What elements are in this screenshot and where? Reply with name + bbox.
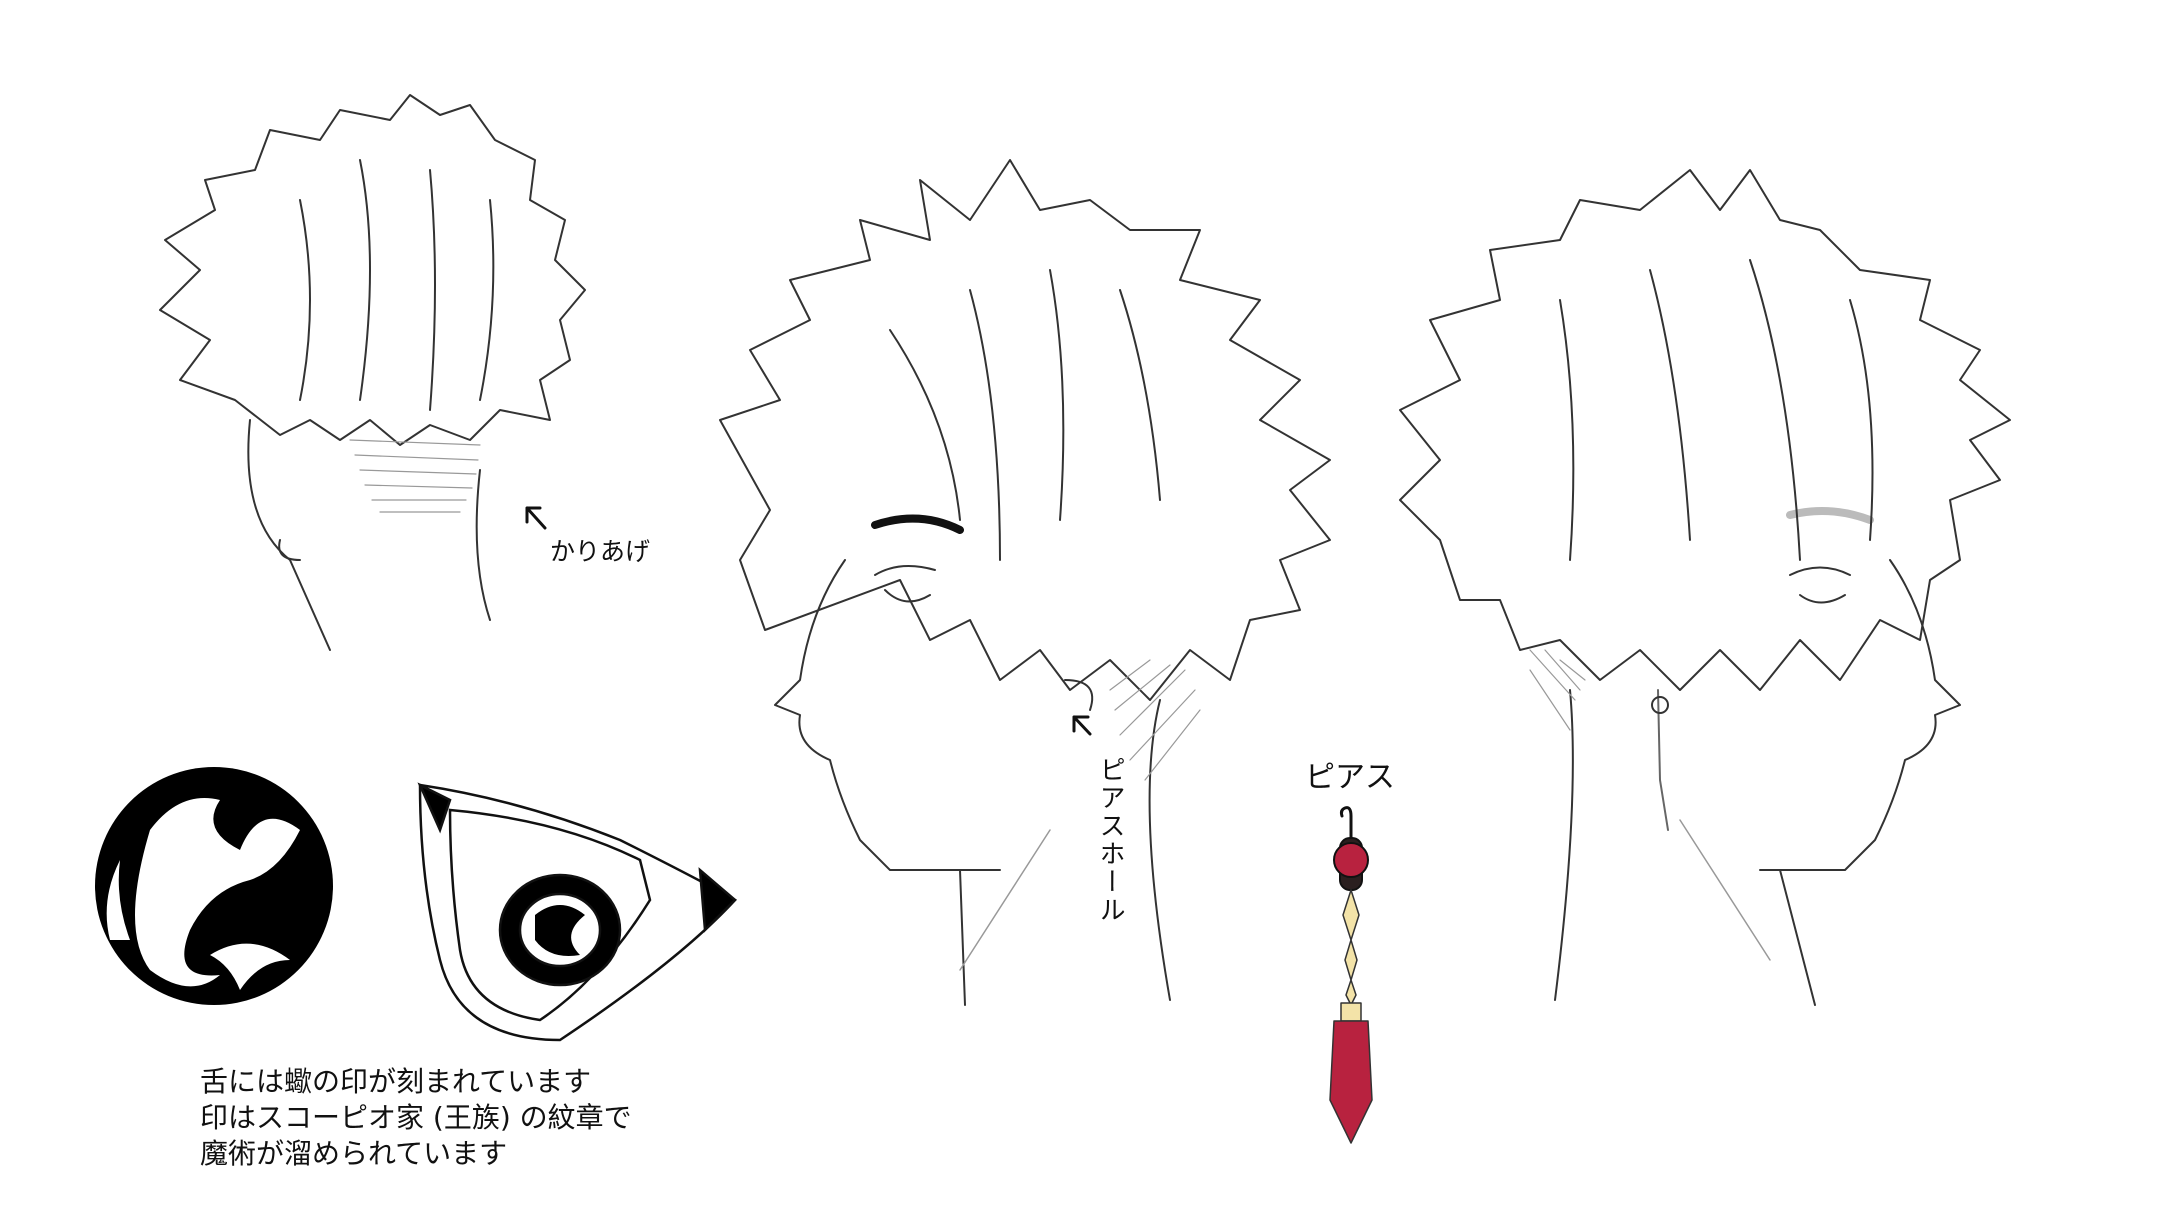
pierce-hole-arrow <box>1072 715 1092 736</box>
note-line: 印はスコーピオ家 (王族) の紋章で <box>200 1101 632 1134</box>
right-hair <box>1399 169 2011 691</box>
pierce-label: ピアス <box>1305 760 1395 795</box>
kariage-label: かりあげ <box>550 537 651 566</box>
tongue-note: 舌には蠍の印が刻まれています 印はスコーピオ家 (王族) の紋章で 魔術が溜めら… <box>200 1064 632 1172</box>
earring-hook <box>1339 806 1353 842</box>
back-view-head <box>159 94 586 651</box>
left-hair <box>719 159 1331 701</box>
note-line: 舌には蠍の印が刻まれています <box>200 1065 592 1098</box>
earring-bead <box>1333 842 1369 878</box>
left-profile-head <box>719 159 1331 1006</box>
back-hair <box>159 94 586 446</box>
note-line: 魔術が溜められています <box>200 1137 508 1170</box>
earring-illustration <box>1329 806 1373 1144</box>
kariage-arrow <box>525 506 547 530</box>
right-profile-head <box>1399 169 2011 1006</box>
pierce-hole-label: ピアスホール <box>1095 756 1125 924</box>
scorpio-emblem <box>95 767 333 1005</box>
tongue-illustration <box>417 782 737 1042</box>
earring-pendant <box>1329 1020 1373 1144</box>
